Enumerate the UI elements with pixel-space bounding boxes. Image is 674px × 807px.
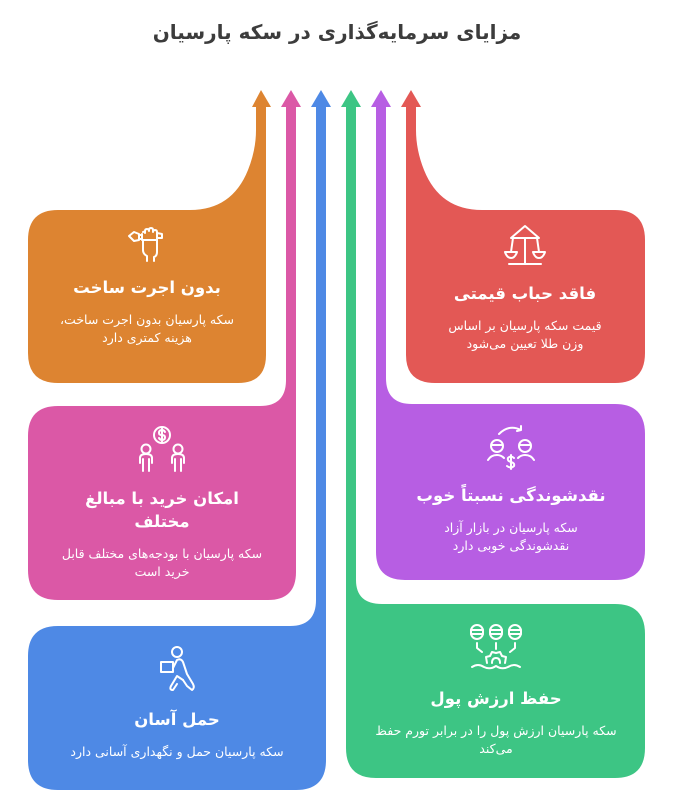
card-shape-purple (376, 106, 645, 580)
card-description: قیمت سکه پارسیان بر اساس وزن طلا تعیین م… (448, 318, 602, 351)
arrow-head-red (401, 90, 421, 107)
card-title: حفظ ارزش پول (430, 689, 562, 708)
arrow-head-pink (281, 90, 301, 107)
person-carrying-box-icon (157, 646, 197, 694)
card-description: سکه پارسیان بدون اجرت ساخت، هزینه کمتری … (60, 312, 234, 345)
people-money-icon (138, 425, 186, 473)
card-shape-pink (28, 106, 296, 600)
card-shape-green (346, 106, 645, 778)
coin-stacks-gear-icon (468, 623, 524, 673)
card-description: سکه پارسیان حمل و نگهداری آسانی دارد (70, 744, 284, 759)
card-title: حمل آسان (134, 710, 220, 729)
card-title: فاقد حباب قیمتی (453, 284, 597, 303)
card-title: امکان خرید با مبالغ مختلف (85, 489, 239, 531)
arrow-head-blue (311, 90, 331, 107)
card-title: بدون اجرت ساخت (73, 278, 221, 297)
card-shape-orange (28, 106, 266, 383)
card-no-price-bubble: فاقد حباب قیمتی قیمت سکه پارسیان بر اساس… (415, 224, 635, 353)
card-value-preservation: حفظ ارزش پول سکه پارسیان ارزش پول را در … (356, 623, 636, 758)
money-exchange-people-icon (487, 424, 535, 470)
card-no-making-fee: بدون اجرت ساخت سکه پارسیان بدون اجرت ساخ… (38, 226, 256, 347)
arrow-head-purple (371, 90, 391, 107)
card-various-amounts: امکان خرید با مبالغ مختلف سکه پارسیان با… (38, 425, 286, 581)
card-easy-carry: حمل آسان سکه پارسیان حمل و نگهداری آسانی… (38, 646, 316, 761)
carousel-swing-icon (503, 224, 547, 268)
card-liquidity: نقدشوندگی نسبتاً خوب سکه پارسیان در بازا… (386, 424, 636, 555)
arrow-head-green (341, 90, 361, 107)
card-description: سکه پارسیان ارزش پول را در برابر تورم حف… (375, 723, 617, 756)
page-title: مزایای سرمایه‌گذاری در سکه پارسیان (152, 20, 522, 44)
card-description: سکه پارسیان با بودجه‌های مختلف قابل خرید… (61, 546, 263, 579)
card-title: نقدشوندگی نسبتاً خوب (416, 486, 606, 505)
card-description: سکه پارسیان در بازار آزاد نقدشوندگی خوبی… (444, 520, 578, 553)
hand-holding-pen-icon (125, 226, 169, 262)
card-shape-blue (28, 106, 326, 790)
arrow-head-orange (252, 90, 271, 107)
